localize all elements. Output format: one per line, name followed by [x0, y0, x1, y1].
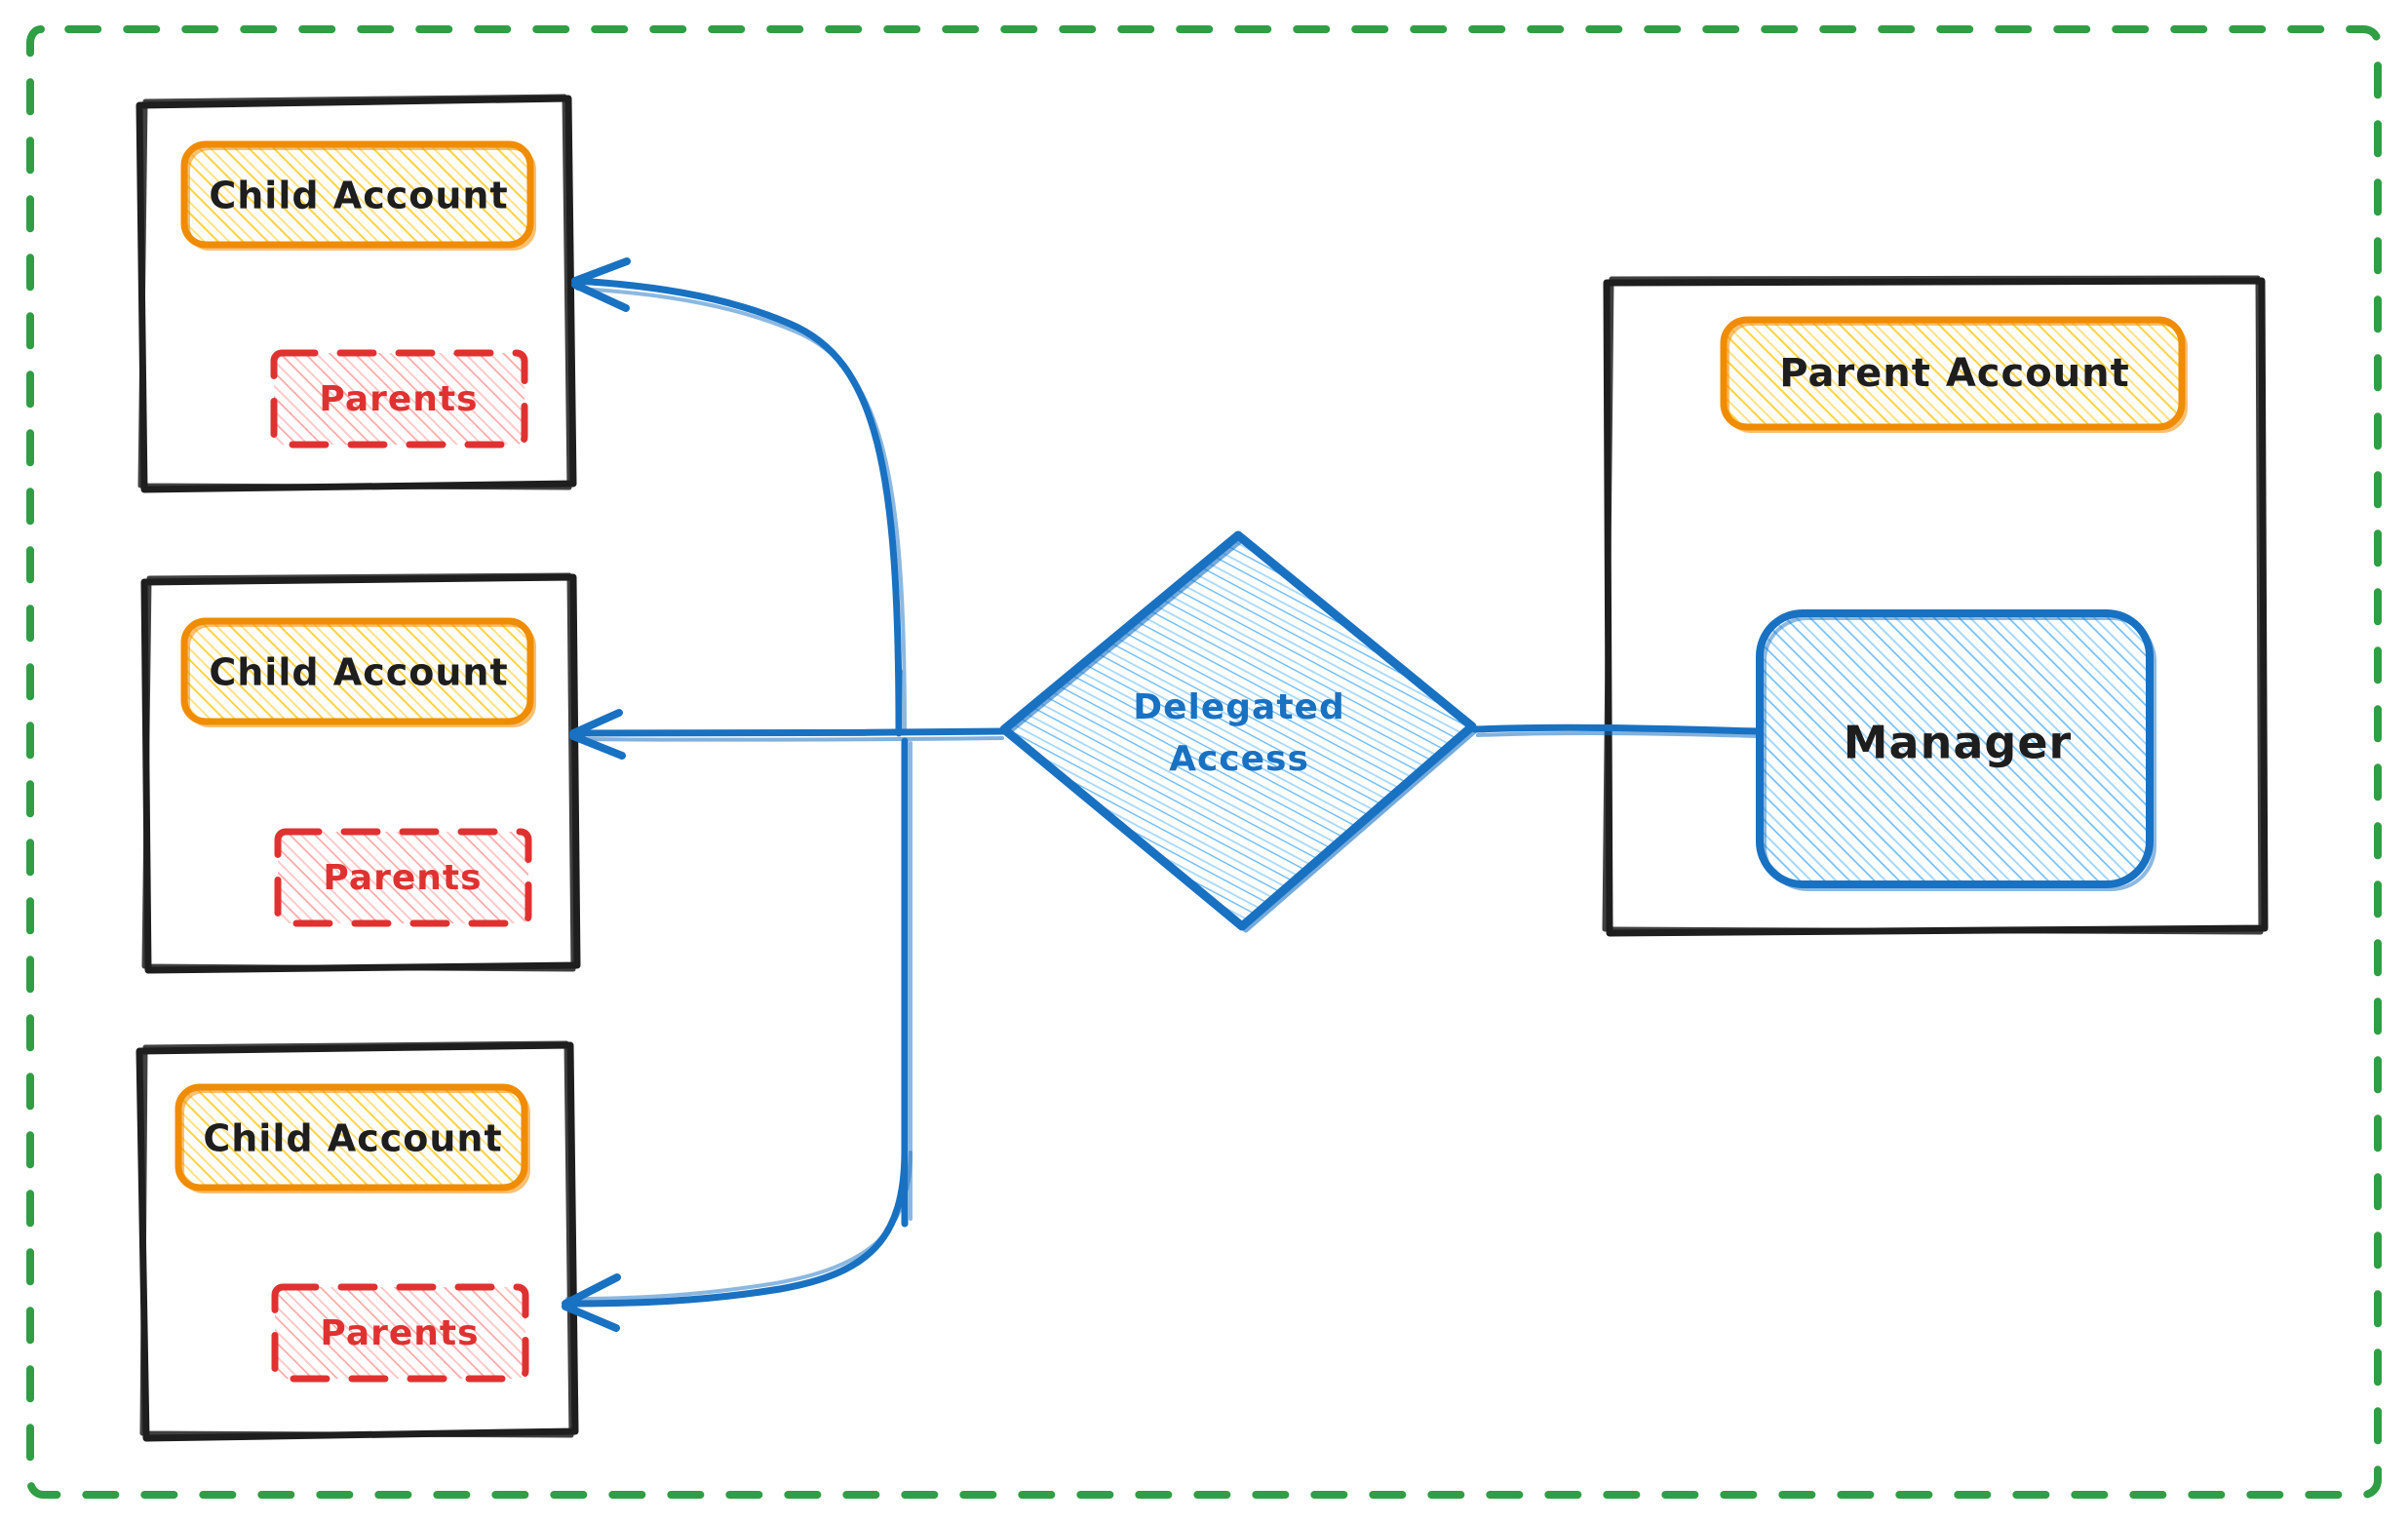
- parent-account-label: Parent Account: [1779, 351, 2130, 396]
- child-account-label-3: Child Account: [203, 1117, 502, 1160]
- parents-label-2: Parents: [323, 858, 482, 898]
- child-account-label-1: Child Account: [209, 175, 508, 217]
- child-account-box-3[interactable]: Child Account: [175, 1083, 530, 1193]
- organization-boundary: [26, 25, 2382, 1499]
- delegated-access-trunk: [895, 667, 913, 1228]
- child-account-container-1[interactable]: Child Account Parents: [136, 94, 577, 493]
- delegated-access-to-child-1-arrow: [571, 257, 907, 735]
- parents-box-2[interactable]: Parents: [274, 828, 532, 927]
- delegated-access-to-child-3-arrow: [562, 1147, 913, 1332]
- parent-account-box[interactable]: Parent Account: [1720, 316, 2188, 433]
- parents-label-3: Parents: [320, 1313, 479, 1353]
- delegated-access-label-line2: Access: [1169, 739, 1309, 779]
- child-account-container-3[interactable]: Child Account Parents: [136, 1040, 579, 1442]
- child-account-box-1[interactable]: Child Account: [180, 140, 536, 251]
- child-account-box-2[interactable]: Child Account: [180, 617, 536, 727]
- delegated-access-diamond[interactable]: Delegated Access: [999, 530, 1480, 933]
- delegated-access-to-child-2-arrow: [569, 709, 1008, 760]
- manager-label: Manager: [1844, 717, 2072, 769]
- child-account-container-2[interactable]: Child Account Parents: [140, 572, 581, 974]
- manager-to-delegated-access-line: [1471, 723, 1764, 738]
- parent-account-container[interactable]: Parent Account Manager: [1602, 275, 2269, 937]
- parents-label-1: Parents: [319, 379, 478, 419]
- delegated-access-label-line1: Delegated: [1133, 687, 1345, 727]
- parents-box-1[interactable]: Parents: [270, 349, 528, 449]
- parents-box-3[interactable]: Parents: [271, 1283, 529, 1383]
- manager-box[interactable]: Manager: [1756, 609, 2156, 891]
- child-account-label-2: Child Account: [209, 651, 508, 694]
